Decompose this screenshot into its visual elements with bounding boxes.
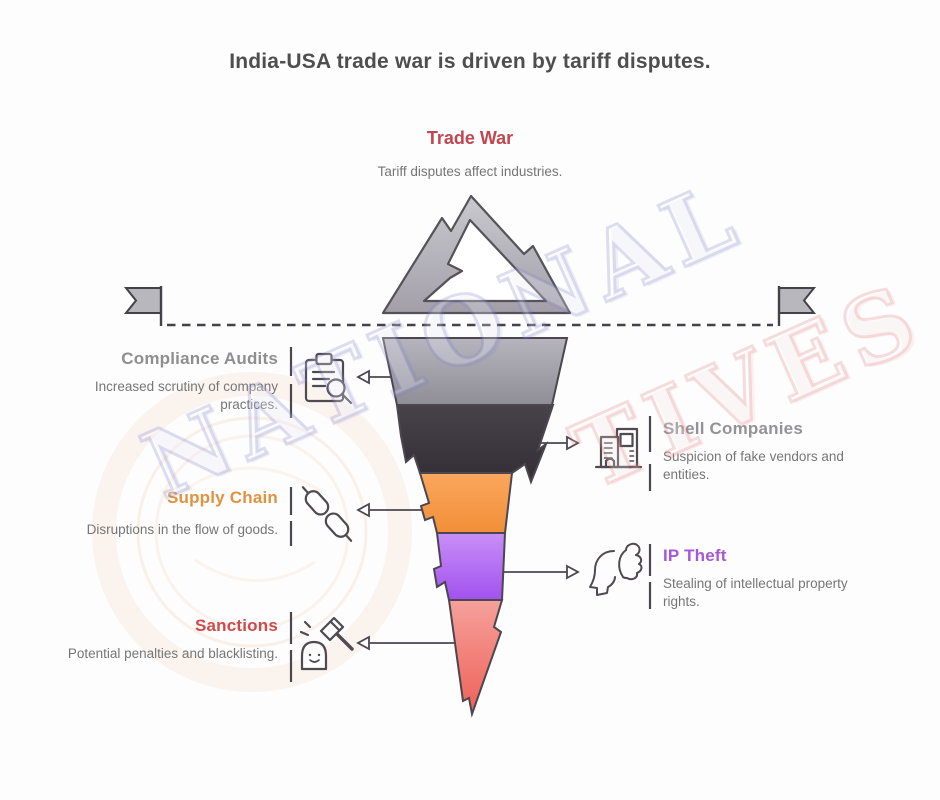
- mountain-icon: [381, 194, 572, 315]
- item-description: Disruptions in the flow of goods.: [86, 522, 278, 537]
- item-compliance-audits: Compliance Audits Increased scrutiny of …: [43, 349, 278, 414]
- arrow-head-shell: [566, 435, 580, 451]
- item-description: Increased scrutiny of company practices.: [94, 379, 278, 413]
- item-description: Potential penalties and blacklisting.: [67, 646, 278, 661]
- left-flag-icon: [123, 286, 163, 326]
- item-label: Sanctions: [194, 616, 278, 635]
- item-sanctions: Sanctions Potential penalties and blackl…: [43, 616, 278, 663]
- waterline: [123, 286, 817, 327]
- chain-links-icon: [301, 486, 353, 542]
- gavel-ghost-icon: [299, 616, 354, 671]
- item-description: Suspicion of fake vendors and entities.: [663, 449, 844, 483]
- clipboard-search-icon: [304, 352, 353, 405]
- arrow-head-sanctions: [356, 635, 370, 651]
- building-icon: [594, 427, 643, 469]
- head-hand-icon: [589, 542, 643, 596]
- arrow-head-compliance: [356, 369, 370, 385]
- page-title: India-USA trade war is driven by tariff …: [229, 50, 711, 73]
- funnel-segment-sanctions: [447, 599, 504, 718]
- iceberg-funnel: [381, 337, 569, 718]
- tradewar-subheading: Tariff disputes affect industries.: [377, 164, 563, 179]
- funnel-segment-supply: [418, 472, 514, 534]
- label-dividers: [289, 347, 652, 682]
- right-flag-icon: [777, 286, 817, 326]
- funnel-segment-ip: [432, 532, 507, 601]
- funnel-segment-shell: [395, 404, 555, 485]
- item-supply-chain: Supply Chain Disruptions in the flow of …: [43, 488, 278, 539]
- item-label: IP Theft: [663, 546, 727, 565]
- item-label: Compliance Audits: [121, 349, 278, 368]
- item-label: Shell Companies: [663, 419, 803, 438]
- tradewar-heading: Trade War: [426, 128, 514, 148]
- item-ip-theft: IP Theft Stealing of intellectual proper…: [663, 546, 881, 611]
- connector-arrows: [356, 369, 580, 651]
- item-description: Stealing of intellectual property rights…: [663, 576, 848, 610]
- funnel-segment-compliance: [381, 337, 569, 406]
- arrow-head-ip: [566, 564, 580, 580]
- item-label: Supply Chain: [166, 488, 278, 507]
- arrow-head-supply: [356, 502, 370, 518]
- item-shell-companies: Shell Companies Suspicion of fake vendor…: [663, 419, 881, 484]
